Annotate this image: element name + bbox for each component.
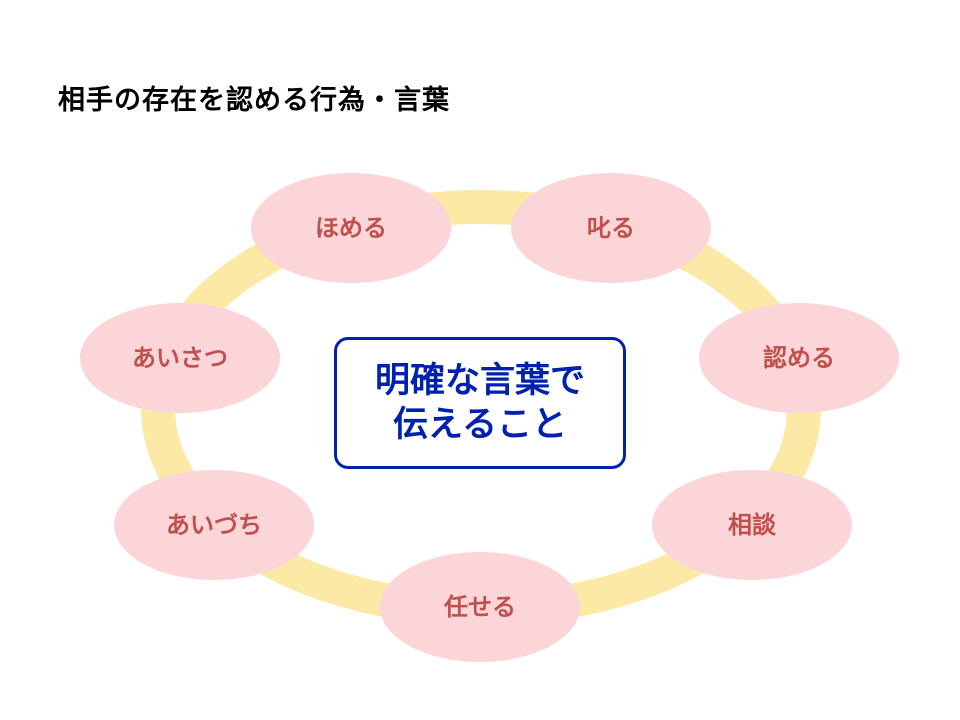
center-message-line-2: 伝えること [393,405,567,445]
cycle-node-label: 任せる [443,593,516,621]
cycle-node-aizuchi: あいづち [114,470,314,580]
cycle-node-shape [114,470,314,580]
cycle-node-makaseru: 任せる [380,552,580,662]
center-message-line-1: 明確な言葉で [374,361,585,401]
cycle-node-label: ほめる [315,214,387,242]
cycle-node-mitomeru: 認める [699,303,899,413]
cycle-node-shape [80,303,280,413]
center-message-box: 明確な言葉で 伝えること [334,337,626,469]
cycle-node-label: 叱る [587,214,635,242]
cycle-node-shikaru: 叱る [511,173,711,283]
cycle-node-homeru: ほめる [251,173,451,283]
cycle-node-shape [699,303,899,413]
cycle-node-shape [251,173,451,283]
cycle-node-label: 相談 [728,511,777,539]
cycle-node-shape [511,173,711,283]
cycle-node-aisatsu: あいさつ [80,303,280,413]
cycle-node-label: 認める [763,344,835,372]
slide-title: 相手の存在を認める行為・言葉 [58,85,450,116]
cycle-node-shape [380,552,580,662]
cycle-node-label: あいさつ [132,344,228,372]
cycle-node-soudan: 相談 [652,470,852,580]
cycle-node-shape [652,470,852,580]
cycle-node-label: あいづち [166,511,262,539]
